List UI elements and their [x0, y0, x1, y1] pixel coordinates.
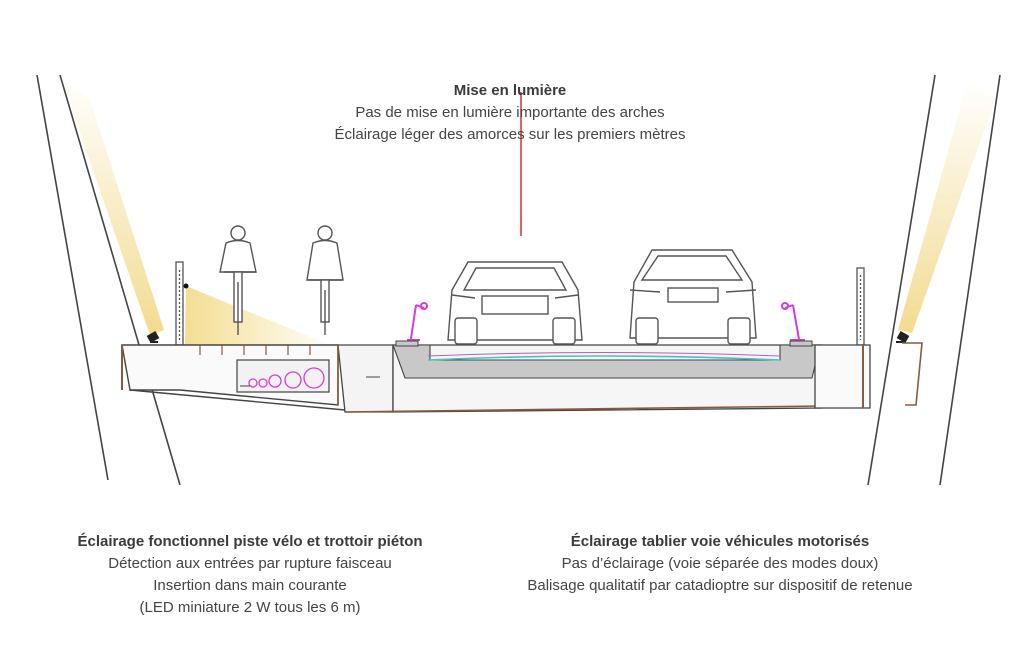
carriageway-surface-inner	[427, 352, 781, 357]
caption-line: Éclairage léger des amorces sur les prem…	[334, 126, 686, 143]
caption-title: Éclairage tablier voie véhicules motoris…	[570, 533, 870, 550]
lighting-caption-roadway: Éclairage tablier voie véhicules motoris…	[470, 531, 970, 597]
main-deck	[337, 344, 838, 413]
left-retention-barrier-icon	[395, 302, 428, 347]
right-retention-barrier-icon	[781, 302, 813, 347]
caption-line: Insertion dans main courante	[153, 577, 347, 594]
cyclist-icon	[219, 225, 257, 335]
car-rear-icon	[629, 249, 757, 345]
caption-line: (LED miniature 2 W tous les 6 m)	[139, 599, 361, 616]
handrail-light-beam	[185, 286, 330, 345]
carriageway-surface	[427, 355, 781, 361]
right-walkway-slab	[814, 342, 923, 409]
car-rear-icon	[447, 261, 583, 345]
left-arch-light-beam	[60, 75, 164, 335]
caption-line: Pas d’éclairage (voie séparée des modes …	[561, 555, 879, 572]
caption-line: Balisage qualitatif par catadioptre sur …	[527, 577, 913, 594]
left-arch	[36, 74, 181, 486]
walkway-drainage-marks	[199, 345, 311, 355]
right-arch	[867, 74, 1001, 486]
left-uplight-icon	[146, 331, 160, 343]
caption-line: Pas de mise en lumière importante des ar…	[355, 104, 665, 121]
right-arch-light-beam	[898, 80, 995, 333]
right-handrail-post-icon	[856, 267, 865, 346]
caption-line: Détection aux entrées par rupture faisce…	[108, 555, 392, 572]
caption-title: Mise en lumière	[453, 82, 567, 99]
caption-title: Éclairage fonctionnel piste vélo et trot…	[77, 533, 423, 550]
lighting-caption-top: Mise en lumière Pas de mise en lumière i…	[300, 80, 720, 146]
cyclist-icon	[306, 225, 344, 335]
right-uplight-icon	[896, 331, 910, 343]
lighting-caption-walkway: Éclairage fonctionnel piste vélo et trot…	[20, 531, 480, 619]
cable-duct-chamber	[236, 359, 330, 393]
